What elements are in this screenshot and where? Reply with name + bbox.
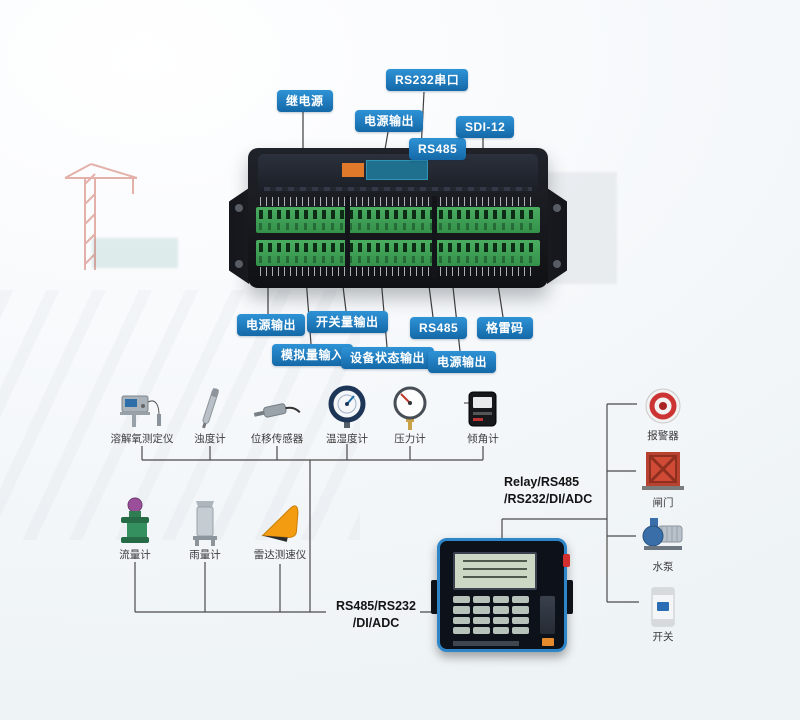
- water-pump-icon: [642, 518, 683, 550]
- panel-lcd: [453, 552, 537, 590]
- device-gate: 闸门: [618, 448, 708, 510]
- terminal-divider: [432, 196, 437, 278]
- rtu-mounting-flange-left: [229, 188, 249, 284]
- panel-ports: [540, 596, 555, 634]
- rtu-blue-sticker: [366, 160, 428, 180]
- sensor-rain-gauge: 雨量计: [160, 500, 250, 562]
- callout-rs485-bottom: RS485: [410, 317, 468, 339]
- callout-rs232-serial: RS232串口: [386, 69, 469, 91]
- sensor-displacement: 位移传感器: [232, 384, 322, 446]
- sensor-label: 位移传感器: [250, 433, 304, 445]
- sensor-label: 温湿度计: [326, 433, 368, 445]
- gate-icon: [642, 452, 684, 490]
- device-alarm: 报警器: [618, 381, 708, 443]
- terminal-strip-top: [256, 196, 540, 233]
- device-switch: 开关: [618, 582, 708, 644]
- turbidity-probe-icon: [202, 388, 220, 429]
- right-bus-wires: [501, 403, 639, 603]
- panel-mount-tab-left: [431, 580, 438, 614]
- callout-sdi12: SDI-12: [456, 116, 515, 138]
- right-bus-label: Relay/RS485 /RS232/DI/ADC: [504, 474, 592, 508]
- rain-gauge-icon: [193, 501, 217, 546]
- alarm-icon: [645, 388, 681, 424]
- callout-relay-power: 继电源: [277, 90, 333, 112]
- callout-power-output-br: 电源输出: [428, 351, 497, 373]
- panel-brand-strip: [453, 641, 519, 646]
- device-label: 闸门: [652, 497, 674, 509]
- sensor-label: 溶解氧测定仪: [110, 433, 174, 445]
- terminal-pin-labels-top: [260, 197, 536, 206]
- sensor-dissolved-oxygen: 溶解氧测定仪: [97, 384, 187, 446]
- device-water-pump: 水泵: [618, 512, 708, 574]
- sensor-label: 浊度计: [194, 433, 226, 445]
- sensor-pressure: 压力计: [365, 384, 455, 446]
- terminal-strip-bottom: [256, 240, 540, 277]
- radar-speed-sensor-icon: [261, 505, 299, 542]
- sensor-inclinometer: 倾角计: [438, 384, 528, 446]
- pressure-gauge-icon: [393, 386, 427, 430]
- sensor-label: 流量计: [119, 549, 151, 561]
- sensor-label: 倾角计: [467, 433, 499, 445]
- terminal-divider: [345, 196, 350, 278]
- sensor-turbidity: 浊度计: [165, 384, 255, 446]
- right-bus-label-line2: /RS232/DI/ADC: [504, 492, 593, 506]
- sensor-temp-humidity: 温湿度计: [302, 384, 392, 446]
- displacement-sensor-icon: [253, 403, 301, 418]
- rtu-orange-sticker: [342, 163, 364, 177]
- panel-logo: [542, 638, 554, 646]
- callout-status-output: 设备状态输出: [341, 347, 435, 369]
- callout-rs485-top: RS485: [409, 138, 467, 160]
- sensor-flow-meter: 流量计: [90, 497, 180, 562]
- terminal-block-top: [256, 207, 540, 233]
- callout-power-output-top: 电源输出: [355, 110, 424, 132]
- device-label: 水泵: [652, 561, 674, 573]
- rtu-top-deck: [258, 154, 538, 194]
- bottom-bus-label-line2: /DI/ADC: [352, 616, 400, 630]
- sensor-label: 雷达测速仪: [253, 549, 307, 561]
- breaker-switch-icon: [651, 587, 675, 627]
- flow-meter-icon: [121, 497, 149, 543]
- sensor-label: 压力计: [394, 433, 426, 445]
- inclinometer-icon: [464, 391, 497, 427]
- bottom-bus-label-line1: RS485/RS232: [336, 599, 416, 613]
- sensor-bus-wires: [134, 444, 484, 613]
- device-label: 报警器: [647, 430, 679, 442]
- terminal-block-bottom: [256, 240, 540, 266]
- panel-mount-tab-right: [566, 580, 573, 614]
- terminal-pin-labels-bottom: [260, 267, 536, 276]
- rtu-device: [248, 148, 548, 288]
- control-panel-device: [431, 538, 573, 652]
- sensor-label: 雨量计: [189, 549, 221, 561]
- right-bus-label-line1: Relay/RS485: [504, 475, 580, 489]
- dissolved-oxygen-meter-icon: [120, 395, 161, 427]
- temp-humidity-gauge-icon: [328, 385, 366, 428]
- rtu-mounting-flange-right: [547, 188, 567, 284]
- sensor-radar-speed: 雷达测速仪: [235, 500, 325, 562]
- callout-gray-code: 格雷码: [477, 317, 533, 339]
- callout-power-output-bl: 电源输出: [237, 314, 306, 336]
- panel-keypad: [453, 596, 529, 634]
- device-label: 开关: [652, 631, 674, 643]
- bottom-bus-label: RS485/RS232 /DI/ADC: [330, 598, 422, 632]
- callout-analog-input: 模拟量输入: [272, 344, 353, 366]
- callout-digital-output: 开关量输出: [307, 311, 388, 333]
- panel-red-button: [563, 554, 570, 567]
